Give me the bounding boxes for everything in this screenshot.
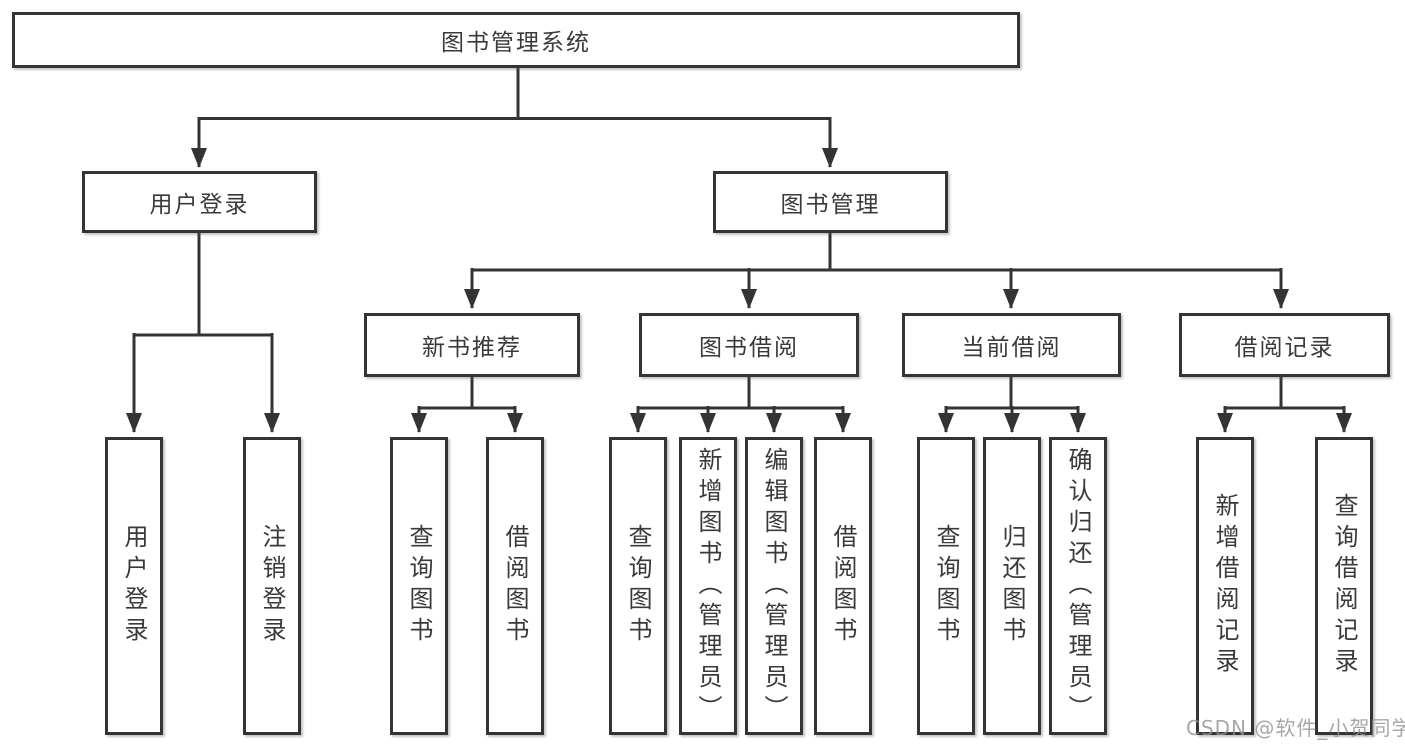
- node-label: 借阅图书: [501, 524, 529, 648]
- node-label: 查询借阅记录: [1330, 493, 1358, 679]
- leaf-user-login: 用户登录: [105, 437, 163, 735]
- node-user-login: 用户登录: [82, 171, 317, 233]
- node-label: 用户登录: [149, 192, 250, 218]
- node-label: 借阅记录: [1234, 335, 1335, 361]
- csdn-watermark: CSDN @软件_小贺同学: [1186, 716, 1405, 740]
- node-label: 注销登录: [258, 524, 286, 648]
- node-label: 新增借阅记录: [1211, 493, 1239, 679]
- node-label: 新书推荐: [422, 335, 522, 361]
- node-label: 图书借阅: [699, 335, 799, 361]
- node-label: 编辑图书（管理员）: [760, 446, 788, 726]
- node-label: 查询图书: [932, 524, 960, 648]
- node-borrowing-records: 借阅记录: [1179, 313, 1390, 377]
- node-label: 查询图书: [405, 524, 433, 648]
- node-label: 图书管理系统: [441, 30, 591, 56]
- node-label: 借阅图书: [829, 524, 857, 648]
- leaf-borrow-books: 借阅图书: [486, 437, 544, 735]
- node-library-management-system: 图书管理系统: [12, 12, 1020, 68]
- leaf-borrow-books: 借阅图书: [814, 437, 872, 735]
- leaf-return-books: 归还图书: [983, 437, 1041, 735]
- leaf-add-borrow-record: 新增借阅记录: [1196, 437, 1254, 735]
- node-label: 查询图书: [624, 524, 652, 648]
- leaf-logout: 注销登录: [243, 437, 301, 735]
- node-label: 归还图书: [998, 524, 1026, 648]
- leaf-add-book-admin: 新增图书（管理员）: [679, 437, 737, 735]
- leaf-query-books: 查询图书: [609, 437, 667, 735]
- node-label: 用户登录: [120, 524, 148, 648]
- node-label: 当前借阅: [961, 335, 1062, 361]
- node-current-borrowing: 当前借阅: [902, 313, 1121, 377]
- node-book-management: 图书管理: [713, 171, 948, 233]
- leaf-query-books: 查询图书: [917, 437, 975, 735]
- leaf-query-books: 查询图书: [390, 437, 448, 735]
- node-label: 新增图书（管理员）: [694, 446, 722, 726]
- node-label: 确认归还（管理员）: [1064, 446, 1092, 726]
- node-new-book-recommendation: 新书推荐: [364, 313, 580, 377]
- node-book-borrowing: 图书借阅: [639, 313, 859, 377]
- node-label: 图书管理: [780, 192, 881, 218]
- leaf-edit-book-admin: 编辑图书（管理员）: [745, 437, 803, 735]
- leaf-confirm-return-admin: 确认归还（管理员）: [1049, 437, 1107, 735]
- leaf-query-borrow-record: 查询借阅记录: [1315, 437, 1373, 735]
